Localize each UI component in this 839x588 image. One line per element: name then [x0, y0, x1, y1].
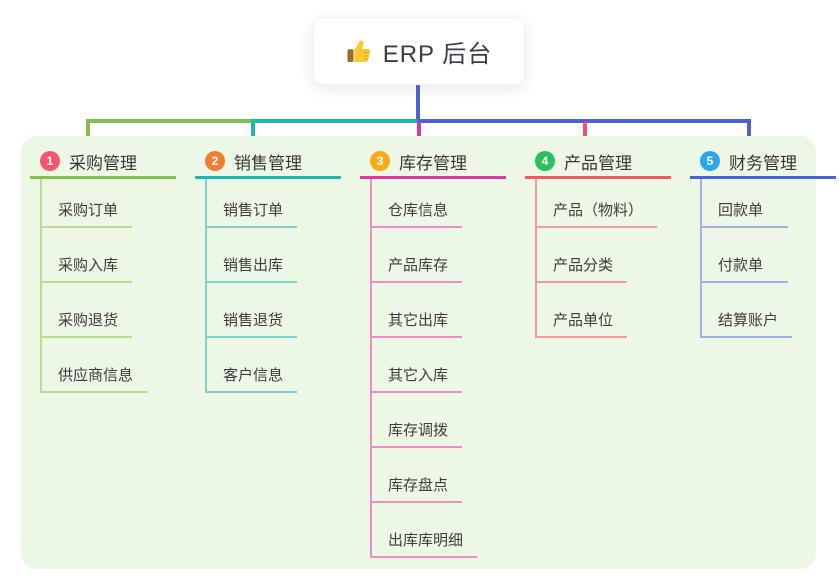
branch-finance-management: 5 财务管理 回款单 付款单 结算账户 — [690, 146, 836, 338]
branch-number-badge: 2 — [205, 151, 225, 171]
branch-label-text: 采购管理 — [69, 153, 137, 173]
connector-drop-branch-3 — [417, 122, 421, 147]
branch-items: 回款单 付款单 结算账户 — [700, 179, 793, 338]
thumbs-up-icon — [346, 38, 373, 65]
leaf-node[interactable]: 付款单 — [702, 228, 788, 283]
leaf-node[interactable]: 结算账户 — [702, 283, 793, 338]
connector-root-vertical — [416, 85, 420, 121]
branch-number-badge: 1 — [40, 151, 60, 171]
branch-label[interactable]: 5 财务管理 — [690, 146, 836, 179]
branch-sales-management: 2 销售管理 销售订单 销售出库 销售退货 客户信息 — [195, 146, 341, 393]
branch-label[interactable]: 2 销售管理 — [195, 146, 341, 179]
branch-label[interactable]: 3 库存管理 — [360, 146, 506, 179]
connector-drop-branch-4 — [583, 122, 587, 144]
branch-purchase-management: 1 采购管理 采购订单 采购入库 采购退货 供应商信息 — [30, 146, 176, 393]
branch-label[interactable]: 4 产品管理 — [525, 146, 671, 179]
leaf-node[interactable]: 其它出库 — [372, 283, 463, 338]
connector-drop-branch-2 — [251, 119, 255, 146]
leaf-node[interactable]: 产品分类 — [537, 228, 628, 283]
leaf-node[interactable]: 采购订单 — [42, 179, 133, 228]
leaf-node[interactable]: 销售退货 — [207, 283, 298, 338]
connector-horizontal-green — [86, 119, 254, 123]
branch-label-text: 销售管理 — [234, 153, 302, 173]
branch-label-text: 库存管理 — [399, 153, 467, 173]
leaf-node[interactable]: 采购入库 — [42, 228, 133, 283]
leaf-node[interactable]: 供应商信息 — [42, 338, 148, 393]
connector-drop-branch-1 — [86, 119, 90, 145]
leaf-node[interactable]: 客户信息 — [207, 338, 298, 393]
leaf-node[interactable]: 其它入库 — [372, 338, 463, 393]
branch-label-text: 财务管理 — [729, 153, 797, 173]
branch-number-badge: 4 — [535, 151, 555, 171]
branch-product-management: 4 产品管理 产品（物料） 产品分类 产品单位 — [525, 146, 671, 338]
branch-items: 产品（物料） 产品分类 产品单位 — [535, 179, 658, 338]
leaf-node[interactable]: 库存盘点 — [372, 448, 463, 503]
connector-horizontal-blue — [417, 119, 751, 123]
branches-panel — [21, 136, 816, 569]
leaf-node[interactable]: 产品（物料） — [537, 179, 658, 228]
leaf-node[interactable]: 回款单 — [702, 179, 788, 228]
branch-label-text: 产品管理 — [564, 153, 632, 173]
root-node[interactable]: ERP 后台 — [313, 17, 525, 85]
leaf-node[interactable]: 产品单位 — [537, 283, 628, 338]
leaf-node[interactable]: 仓库信息 — [372, 179, 463, 228]
branch-inventory-management: 3 库存管理 仓库信息 产品库存 其它出库 其它入库 库存调拨 库存盘点 出库库… — [360, 146, 506, 558]
leaf-node[interactable]: 采购退货 — [42, 283, 133, 338]
branch-number-badge: 3 — [370, 151, 390, 171]
branch-number-badge: 5 — [700, 151, 720, 171]
branch-items: 销售订单 销售出库 销售退货 客户信息 — [205, 179, 298, 393]
branch-items: 仓库信息 产品库存 其它出库 其它入库 库存调拨 库存盘点 出库库明细 — [370, 179, 478, 558]
root-node-title: ERP 后台 — [382, 40, 493, 68]
leaf-node[interactable]: 出库库明细 — [372, 503, 478, 558]
leaf-node[interactable]: 销售订单 — [207, 179, 298, 228]
connector-horizontal-teal — [254, 119, 417, 123]
branch-label[interactable]: 1 采购管理 — [30, 146, 176, 179]
leaf-node[interactable]: 产品库存 — [372, 228, 463, 283]
leaf-node[interactable]: 销售出库 — [207, 228, 298, 283]
leaf-node[interactable]: 库存调拨 — [372, 393, 463, 448]
connector-drop-branch-5 — [747, 119, 751, 145]
branch-items: 采购订单 采购入库 采购退货 供应商信息 — [40, 179, 148, 393]
